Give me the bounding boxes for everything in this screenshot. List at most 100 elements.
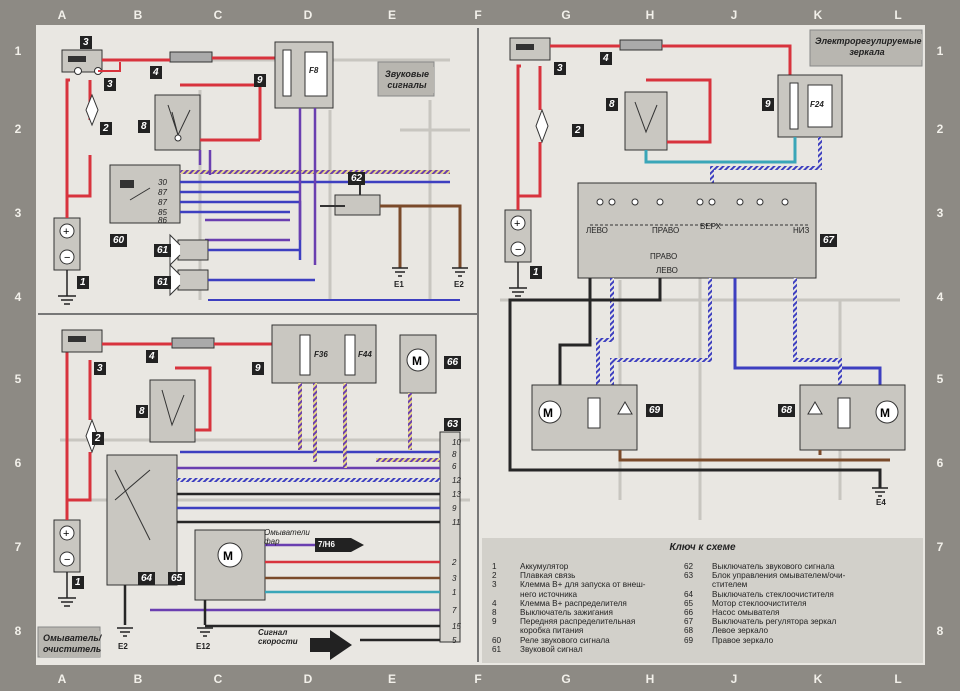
tag-3-lower: 3 (94, 362, 106, 375)
conn63-pin-3: 3 (452, 574, 457, 583)
relay-pin-87a: 87 (158, 188, 167, 197)
conn63-pin-13: 13 (452, 490, 461, 499)
tag-8: 8 (138, 120, 150, 133)
tag-3-right: 3 (554, 62, 566, 75)
row-label-4: 4 (14, 290, 22, 304)
terminal-4-right (619, 39, 663, 51)
conn63-pin-10: 10 (452, 438, 461, 447)
relay-pin-86: 86 (158, 216, 167, 225)
col-label-b-bottom: B (133, 672, 143, 686)
row-label-7-right: 7 (936, 540, 944, 554)
col-label-e-bottom: E (387, 672, 396, 686)
horn-61-upper (177, 239, 209, 261)
row-label-4-right: 4 (936, 290, 944, 304)
tag-9-right: 9 (762, 98, 774, 111)
col-label-k: K (813, 8, 823, 22)
col-label-g-bottom: G (561, 672, 571, 686)
svg-text:M: M (880, 406, 890, 420)
svg-text:−: − (515, 244, 521, 256)
col-label-f: F (474, 8, 482, 22)
svg-text:+: + (63, 528, 69, 540)
horn-relay-60 (109, 164, 181, 224)
row-label-6: 6 (14, 456, 22, 470)
selector-label-right: ПРАВО (650, 252, 678, 261)
fuse-f24: F24 (810, 100, 824, 109)
col-label-h: H (645, 8, 655, 22)
col-label-j-bottom: J (730, 672, 738, 686)
legend-title: Ключ к схеме (669, 542, 736, 553)
row-label-7: 7 (14, 540, 22, 554)
tag-1: 1 (77, 276, 89, 289)
ground-e1: E1 (394, 280, 404, 289)
fuse-f8: F8 (309, 66, 319, 75)
tag-2: 2 (100, 122, 112, 135)
power-box-9-lower (271, 324, 377, 384)
svg-text:−: − (64, 252, 70, 264)
tag-62: 62 (348, 172, 366, 185)
terminal-4-lower (171, 337, 215, 349)
switch-label-right: ПРАВО (652, 226, 680, 235)
row-label-8: 8 (14, 624, 22, 638)
tag-8-lower: 8 (136, 405, 148, 418)
washer-circuit: + − M M (37, 324, 461, 660)
tag-63: 63 (444, 418, 462, 431)
tag-60: 60 (110, 234, 128, 247)
ignition-switch-8-right (624, 91, 668, 151)
row-label-1-right: 1 (936, 44, 944, 58)
col-label-e: E (387, 8, 396, 22)
ground-e2: E2 (454, 280, 464, 289)
tag-4: 4 (150, 66, 162, 79)
col-label-c: C (213, 8, 223, 22)
mirrors-panel-title: Электрорегулируемые зеркала (812, 34, 922, 60)
svg-text:+: + (514, 218, 520, 230)
switch-label-left: ЛЕВО (586, 226, 608, 235)
terminal-4 (169, 51, 213, 63)
legend-item: него источника (520, 589, 578, 599)
tag-8-right: 8 (606, 98, 618, 111)
row-label-5-right: 5 (936, 372, 944, 386)
tag-61a: 61 (154, 244, 172, 257)
tag-68: 68 (778, 404, 796, 417)
conn63-pin-15: 15 (452, 622, 461, 631)
relay-pin-87b: 87 (158, 198, 167, 207)
mirror-switch-67 (577, 182, 817, 279)
relay-pin-30: 30 (158, 178, 167, 187)
headlamp-washers-label: Омыватели фар (264, 528, 310, 546)
tag-3: 3 (80, 36, 92, 49)
conn63-pin-9: 9 (452, 504, 457, 513)
row-label-6-right: 6 (936, 456, 944, 470)
ground-e4: E4 (876, 498, 886, 507)
ignition-switch-8 (154, 94, 201, 151)
col-label-l: L (894, 8, 902, 22)
col-label-h-bottom: H (645, 672, 655, 686)
col-label-g: G (561, 8, 571, 22)
conn63-pin-12: 12 (452, 476, 461, 485)
fuse-f36: F36 (314, 350, 328, 359)
svg-text:+: + (63, 226, 69, 238)
conn63-pin-5: 5 (452, 636, 457, 645)
row-label-8-right: 8 (936, 624, 944, 638)
ground-e12: E12 (196, 642, 211, 651)
legend-item: коробка питания (520, 626, 584, 636)
svg-text:M: M (543, 406, 553, 420)
tag-4-right: 4 (600, 52, 612, 65)
row-label-3: 3 (14, 206, 22, 220)
speed-signal-label: Сигнал скорости (258, 628, 298, 646)
col-label-d-bottom: D (303, 672, 313, 686)
row-label-5: 5 (14, 372, 22, 386)
legend-item: стителем (712, 580, 748, 590)
